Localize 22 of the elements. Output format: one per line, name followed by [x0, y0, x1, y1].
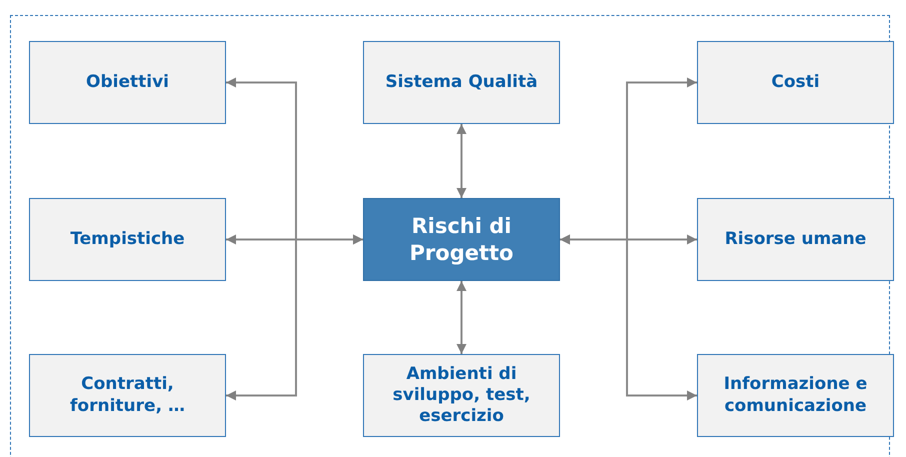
connector-arrow [560, 234, 697, 400]
topic-box [29, 354, 226, 437]
topic-box [363, 354, 560, 437]
central-box [363, 198, 560, 281]
box-label: Rischi di Progetto [408, 213, 514, 266]
connector-arrow [456, 281, 466, 354]
box-label: Contratti, forniture, … [69, 374, 186, 417]
box-label: Sistema Qualità [385, 72, 538, 94]
topic-box [363, 41, 560, 124]
topic-box [697, 41, 894, 124]
box-label: Obiettivi [86, 72, 169, 94]
box-label: Tempistiche [70, 228, 185, 250]
connector-arrow [226, 234, 363, 400]
box-label: Costi [771, 72, 820, 94]
connector-arrow [456, 124, 466, 198]
box-label: Informazione e comunicazione [722, 374, 868, 417]
topic-box [697, 354, 894, 437]
topic-box [697, 198, 894, 281]
topic-box [29, 41, 226, 124]
box-label: Risorse umane [724, 228, 866, 250]
topic-box [29, 198, 226, 281]
box-label: Ambienti di sviluppo, test, esercizio [392, 364, 532, 428]
